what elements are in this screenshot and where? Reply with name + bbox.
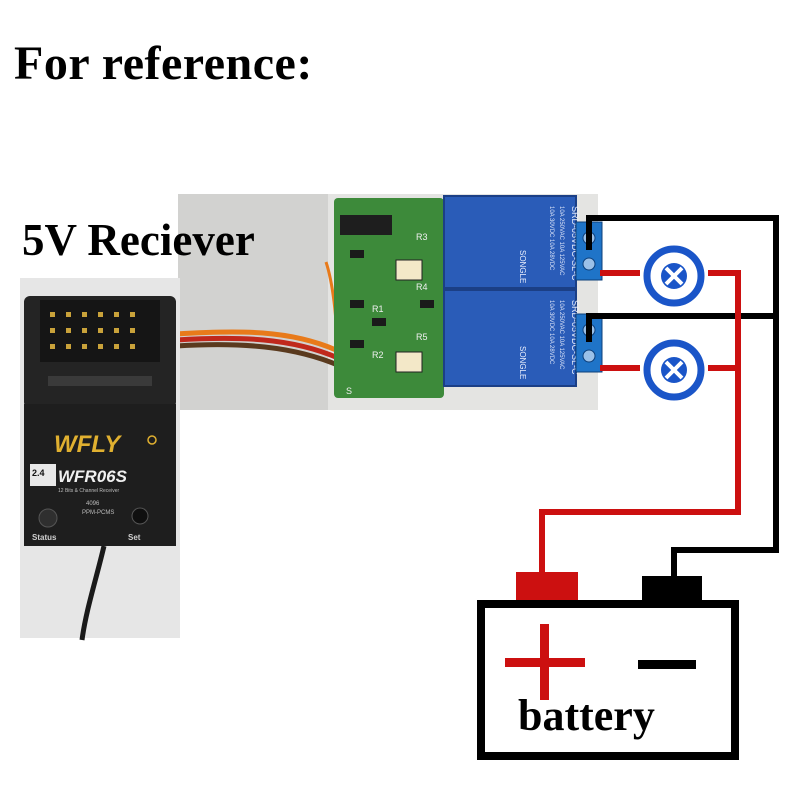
negative-wire-branch xyxy=(586,313,776,342)
battery-positive-terminal xyxy=(516,572,578,604)
relay-bottom-rating-1: 10A 250VAC 10A 125VAC xyxy=(558,300,564,370)
battery-body xyxy=(477,600,739,760)
ic-chip xyxy=(340,215,392,235)
relay-bottom-rating-2: 10A 30VDC 10A 28VDC xyxy=(548,300,554,365)
set-label: Set xyxy=(128,533,141,542)
pcb-label-r4: R4 xyxy=(416,282,428,292)
page-title: For reference: xyxy=(14,37,313,90)
battery-negative-terminal xyxy=(642,576,702,604)
pcb-label-s: S xyxy=(346,386,352,396)
pcb-label-r3: R3 xyxy=(416,232,428,242)
status-led xyxy=(38,508,58,528)
pcb-label-r5: R5 xyxy=(416,332,428,342)
negative-wire-main xyxy=(586,215,779,578)
relay-top-rating-1: 10A 250VAC 10A 125VAC xyxy=(558,206,564,276)
pcb-label-r2: R2 xyxy=(372,350,384,360)
battery-label: battery xyxy=(518,691,655,740)
relay-top-model: SRD-05VDC-SL-C xyxy=(570,206,580,281)
receiver-badge-text: 2.4 xyxy=(32,468,45,478)
relay-bottom xyxy=(443,289,577,387)
set-button xyxy=(131,507,149,525)
relay-top-brand: SONGLE xyxy=(518,250,527,283)
receiver-label: 5V Reciever xyxy=(22,215,255,265)
lamp-1 xyxy=(643,245,705,307)
relay-top xyxy=(443,195,577,289)
pcb-label-r1: R1 xyxy=(372,304,384,314)
battery-plus-sign-v xyxy=(540,624,549,700)
led-2 xyxy=(395,351,423,373)
status-label: Status xyxy=(32,533,57,542)
relay-bottom-brand: SONGLE xyxy=(518,346,527,379)
lamp-2 xyxy=(643,339,705,401)
receiver-model: WFR06S xyxy=(58,467,128,486)
positive-wire-main xyxy=(539,270,741,578)
receiver-badge xyxy=(30,464,56,486)
wiring xyxy=(539,215,779,578)
receiver-pins xyxy=(50,312,135,349)
receiver-code-1: 4096 xyxy=(86,501,100,507)
receiver: WFLY 2.4 WFR06S 12 Bits & Channel Receiv… xyxy=(20,278,180,641)
receiver-brand: WFLY xyxy=(54,431,122,458)
relay-top-rating-2: 10A 30VDC 10A 28VDC xyxy=(548,206,554,271)
relay-bottom-model: SRD-05VDC-SL-C xyxy=(570,300,580,375)
battery-minus-sign xyxy=(638,660,696,669)
receiver-antenna xyxy=(79,545,107,641)
led-1 xyxy=(395,259,423,281)
receiver-code-2: PPM-PCMS xyxy=(82,510,114,516)
receiver-subtitle: 12 Bits & Channel Receiver xyxy=(58,488,119,494)
relay-board: R1 R2 R3 R4 R5 S SRD-05VDC-SL-C 10A 250V… xyxy=(334,195,603,398)
battery xyxy=(477,572,739,760)
